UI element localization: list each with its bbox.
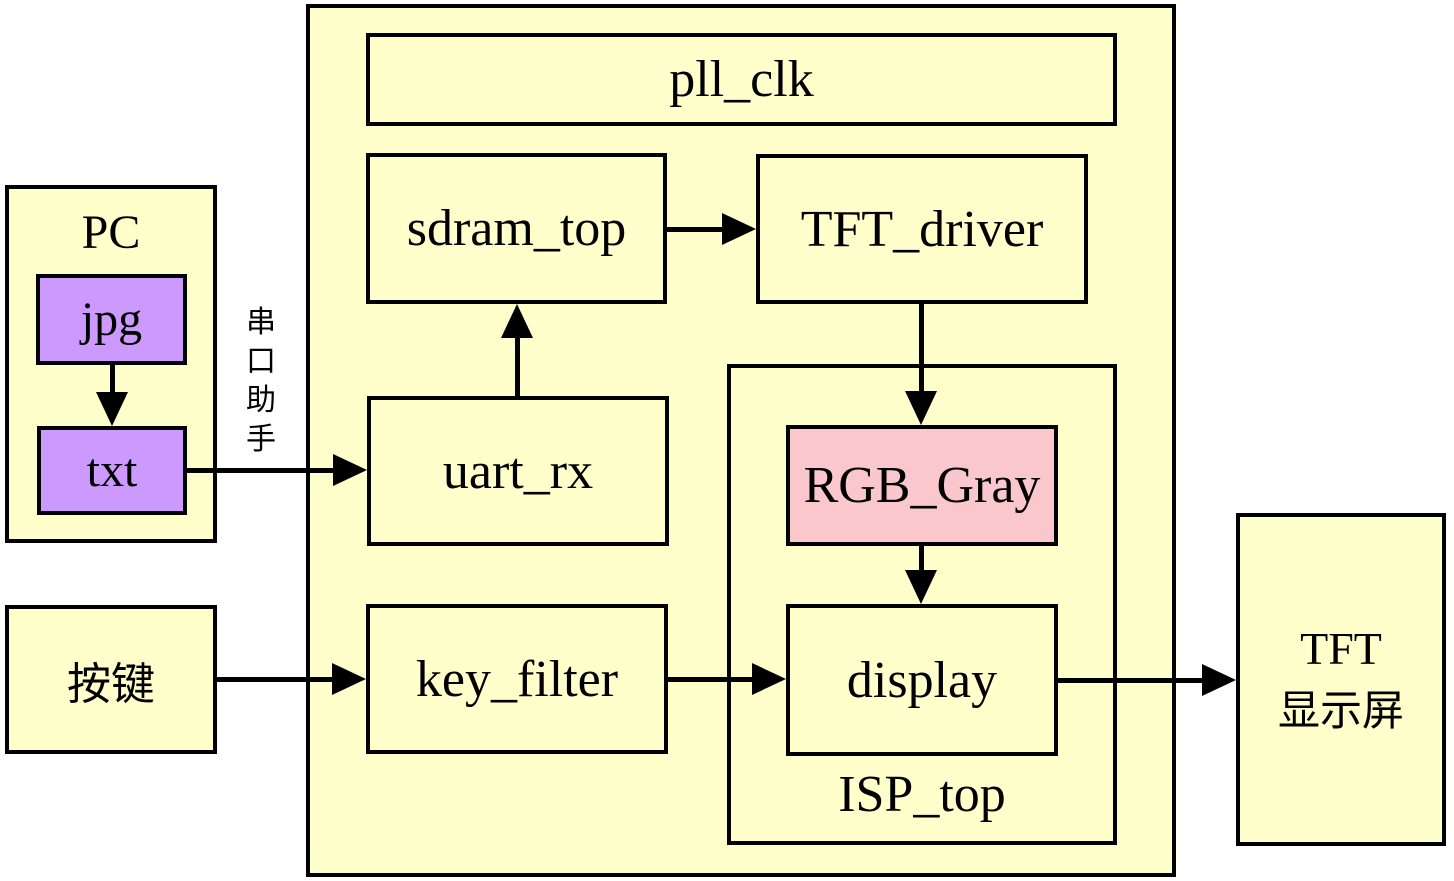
arrow-sdram-to-tftdriver-line xyxy=(667,227,723,232)
arrow-tftdriver-to-rgbgray-line xyxy=(919,304,924,392)
rgb-gray-box: RGB_Gray xyxy=(786,425,1058,546)
arrow-keyfilter-to-display-head xyxy=(752,663,786,695)
jpg-box: jpg xyxy=(36,274,187,365)
key-filter-box: key_filter xyxy=(366,604,668,754)
arrow-txt-to-uart-line xyxy=(187,468,334,473)
serial-helper-label: 串口助手 xyxy=(246,306,276,456)
tft-driver-box: TFT_driver xyxy=(756,154,1088,304)
key-input-label: 按键 xyxy=(67,659,155,709)
isp-top-label: ISP_top xyxy=(838,765,1006,823)
tft-screen-label: TFT 显示屏 xyxy=(1278,618,1404,742)
pc-label: PC xyxy=(81,205,141,259)
arrow-key-to-keyfilter-line xyxy=(217,677,333,682)
jpg-label: jpg xyxy=(80,293,143,346)
tft-driver-label: TFT_driver xyxy=(800,200,1044,258)
arrow-txt-to-uart-head xyxy=(333,454,367,486)
key-input-box: 按键 xyxy=(5,605,217,754)
arrow-keyfilter-to-display-line xyxy=(668,677,753,682)
uart-rx-label: uart_rx xyxy=(442,442,594,500)
arrow-rgbgray-to-display-line xyxy=(919,546,924,571)
arrow-jpg-to-txt-line xyxy=(110,365,115,393)
pll-clk-box: pll_clk xyxy=(366,33,1117,126)
arrow-jpg-to-txt-head xyxy=(96,392,128,426)
tft-screen-line1: TFT xyxy=(1300,622,1382,674)
uart-rx-box: uart_rx xyxy=(367,396,669,546)
arrow-rgbgray-to-display-head xyxy=(905,570,937,604)
arrow-uart-to-sdram-head xyxy=(501,304,533,338)
arrow-sdram-to-tftdriver-head xyxy=(722,213,756,245)
txt-label: txt xyxy=(86,444,138,497)
key-filter-label: key_filter xyxy=(415,650,619,708)
arrow-key-to-keyfilter-head xyxy=(332,663,366,695)
tft-screen-line2: 显示屏 xyxy=(1277,686,1404,734)
pll-clk-label: pll_clk xyxy=(669,51,814,108)
sdram-top-label: sdram_top xyxy=(406,200,627,257)
display-box: display xyxy=(786,604,1058,756)
tft-screen-box: TFT 显示屏 xyxy=(1236,513,1446,846)
display-label: display xyxy=(846,651,998,709)
arrow-uart-to-sdram-line xyxy=(515,337,520,397)
txt-box: txt xyxy=(37,426,187,515)
rgb-gray-label: RGB_Gray xyxy=(803,457,1041,514)
arrow-tftdriver-to-rgbgray-head xyxy=(905,391,937,425)
arrow-display-to-tftscreen-head xyxy=(1202,664,1236,696)
arrow-display-to-tftscreen-line xyxy=(1058,678,1203,683)
sdram-top-box: sdram_top xyxy=(366,153,667,304)
